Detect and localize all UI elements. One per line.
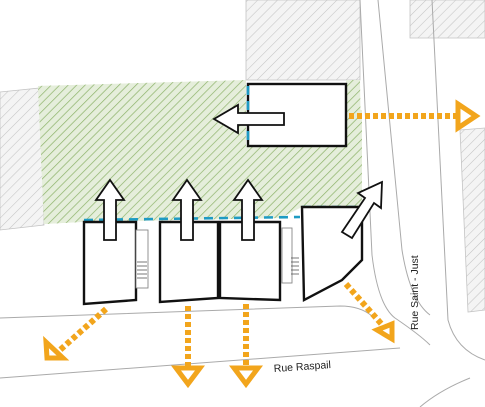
rue-saint-just-far-edge <box>431 0 485 361</box>
white-outline-arrows <box>94 103 383 241</box>
rue-saint-just-left-edge <box>359 0 431 346</box>
stair-block-1 <box>135 229 149 289</box>
rue-raspail-far-edge <box>419 377 471 407</box>
orange-dashed-arrow-icon <box>43 306 108 361</box>
rue-saint-just-right-edge <box>377 0 431 316</box>
rue-raspail-bottom-edge <box>0 347 401 379</box>
stair-block-2 <box>281 227 293 284</box>
stair-blocks <box>135 227 299 289</box>
building-top-right <box>409 0 485 39</box>
white-outline-arrow-icon <box>340 180 383 240</box>
building-right <box>459 127 485 313</box>
unit-1 <box>82 220 138 306</box>
neighbouring-buildings <box>0 0 485 313</box>
building-units <box>82 205 364 306</box>
orange-dashed-arrow-icon <box>229 304 263 389</box>
rue-raspail-top-edge <box>0 305 373 319</box>
unit-2 <box>158 220 220 304</box>
white-outline-arrow-icon <box>94 178 126 241</box>
orange-dashed-arrow-icon <box>171 306 205 389</box>
orange-dashed-arrow-icon <box>343 282 395 344</box>
white-outline-arrow-icon <box>171 178 203 241</box>
white-outline-arrow-icon <box>232 178 264 241</box>
building-left <box>0 87 45 231</box>
white-outline-arrow-icon <box>212 103 285 135</box>
street-label-raspail: Rue Raspail <box>273 359 331 375</box>
building-top-center <box>245 0 361 81</box>
orange-arrows <box>43 99 481 389</box>
unit-3 <box>218 220 282 302</box>
street-label-saint-just: Rue Saint - Just <box>409 255 421 330</box>
orange-dashed-arrow-icon <box>349 99 481 133</box>
